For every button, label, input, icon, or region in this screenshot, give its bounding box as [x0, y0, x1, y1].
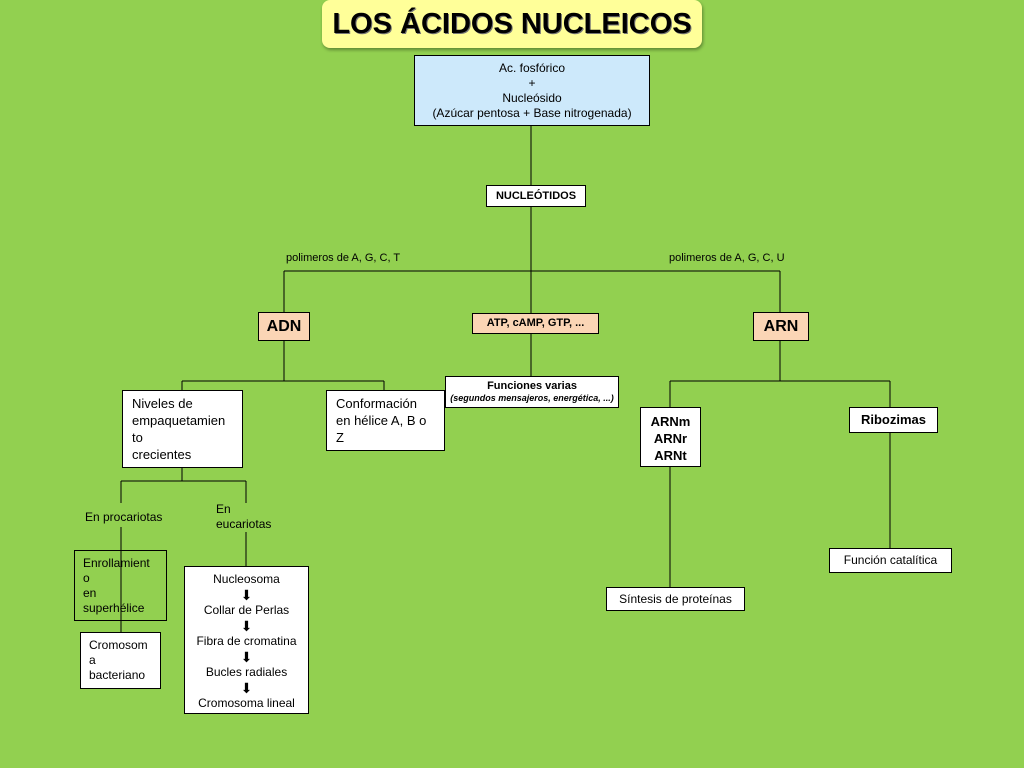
sintesis-box: Síntesis de proteínas: [606, 587, 745, 611]
label-en-eucariotas: En eucariotas: [216, 502, 271, 532]
adn-box: ADN: [258, 312, 310, 341]
top-box-line: (Azúcar pentosa + Base nitrogenada): [432, 106, 632, 120]
niveles-line: to: [132, 430, 143, 445]
label-en-procariotas: En procariotas: [85, 510, 163, 524]
enrollamiento-line: Enrollamient: [83, 556, 150, 570]
enrollamiento-line: superhélice: [83, 601, 145, 615]
page-title: LOS ÁCIDOS NUCLEICOS: [322, 0, 702, 48]
niveles-line: Niveles de: [132, 396, 193, 411]
conformacion-line: Z: [336, 430, 344, 445]
conformacion-box: Conformación en hélice A, B o Z: [326, 390, 445, 451]
top-box-line: Nucleósido: [502, 91, 562, 105]
niveles-line: crecientes: [132, 447, 192, 462]
arn-type: ARNt: [654, 448, 687, 463]
conformacion-line: Conformación: [336, 396, 417, 411]
nucleotidos-box: NUCLEÓTIDOS: [486, 185, 586, 207]
funciones-title: Funciones varias: [487, 380, 577, 392]
enrollamiento-box: Enrollamient o en superhélice: [74, 550, 167, 621]
atp-box: ATP, cAMP, GTP, ...: [472, 313, 599, 334]
arn-type: ARNr: [653, 431, 688, 446]
funciones-subtitle: (segundos mensajeros, energética, ...): [450, 393, 614, 403]
niveles-line: empaquetamien: [132, 413, 226, 428]
top-box: Ac. fosfórico + Nucleósido (Azúcar pento…: [414, 55, 650, 126]
chain-step: Bucles radiales: [205, 665, 288, 679]
top-box-line: +: [528, 76, 536, 90]
chain-step: Collar de Perlas: [203, 603, 290, 617]
niveles-box: Niveles de empaquetamien to crecientes: [122, 390, 243, 468]
cromosoma-line: Cromosom: [89, 638, 148, 652]
cromosoma-line: bacteriano: [89, 668, 146, 682]
label-polimeros-adn: polimeros de A, G, C, T: [286, 252, 401, 264]
down-arrow-icon: ⬇: [240, 587, 253, 603]
eucariotas-line: En: [216, 502, 231, 516]
arn-types-box: ARNm ARNr ARNt: [640, 407, 701, 467]
enrollamiento-line: o: [83, 571, 90, 585]
eucariota-chain-box: Nucleosoma ⬇ Collar de Perlas ⬇ Fibra de…: [184, 566, 309, 714]
funcion-catalitica-box: Función catalítica: [829, 548, 952, 573]
funciones-box: Funciones varias (segundos mensajeros, e…: [445, 376, 619, 408]
chain-step: Cromosoma lineal: [198, 696, 295, 710]
ribozimas-box: Ribozimas: [849, 407, 938, 433]
chain-step: Fibra de cromatina: [196, 634, 297, 648]
arn-type: ARNm: [650, 414, 691, 429]
chain-step: Nucleosoma: [213, 572, 280, 586]
down-arrow-icon: ⬇: [240, 680, 253, 696]
cromosoma-line: a: [89, 653, 96, 667]
enrollamiento-line: en: [83, 586, 97, 600]
eucariotas-line: eucariotas: [216, 517, 272, 531]
down-arrow-icon: ⬇: [240, 649, 253, 665]
down-arrow-icon: ⬇: [240, 618, 253, 634]
cromosoma-bacteriano-box: Cromosom a bacteriano: [80, 632, 161, 689]
arn-box: ARN: [753, 312, 809, 341]
label-polimeros-arn: polimeros de A, G, C, U: [669, 252, 785, 264]
conformacion-line: en hélice A, B o: [336, 413, 427, 428]
top-box-line: Ac. fosfórico: [498, 61, 566, 75]
